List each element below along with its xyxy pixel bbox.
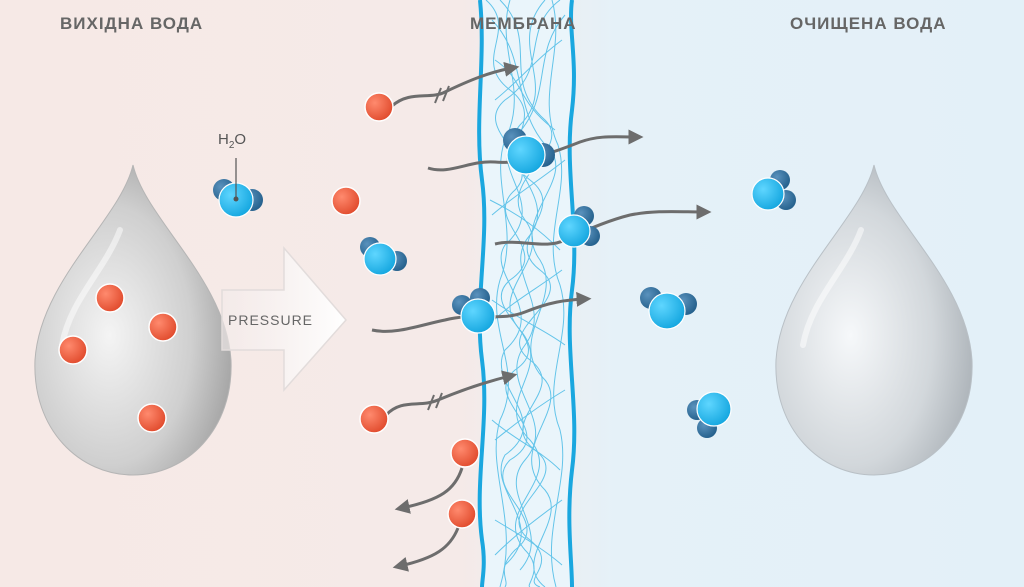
purified-water-drop (775, 164, 973, 476)
water-passing-3 (371, 288, 592, 334)
h2o-label-sub: 2 (228, 140, 235, 151)
pressure-label: PRESSURE (228, 312, 314, 328)
membrane (477, 0, 577, 587)
feed-particles (331, 186, 407, 276)
source-water-drop (34, 164, 232, 476)
h2o-molecule (213, 158, 263, 218)
h2o-label-o: O (234, 131, 247, 148)
purified-water-label: ОЧИЩЕНА ВОДА (790, 14, 947, 33)
h2o-label-h: H (218, 131, 229, 148)
water-passing-1 (427, 128, 644, 175)
rejected-contaminants (392, 438, 480, 572)
water-passing-2 (494, 204, 712, 248)
h2o-label: H2O (218, 131, 246, 151)
blocked-contaminant-top (364, 61, 520, 122)
source-water-label: ВИХІДНА ВОДА (60, 14, 204, 33)
pressure-arrow (221, 245, 347, 392)
permeate-molecules (640, 170, 796, 438)
contaminants-in-drop (58, 283, 178, 433)
membrane-label: МЕМБРАНА (470, 14, 577, 33)
blocked-contaminant-bottom (359, 370, 518, 434)
